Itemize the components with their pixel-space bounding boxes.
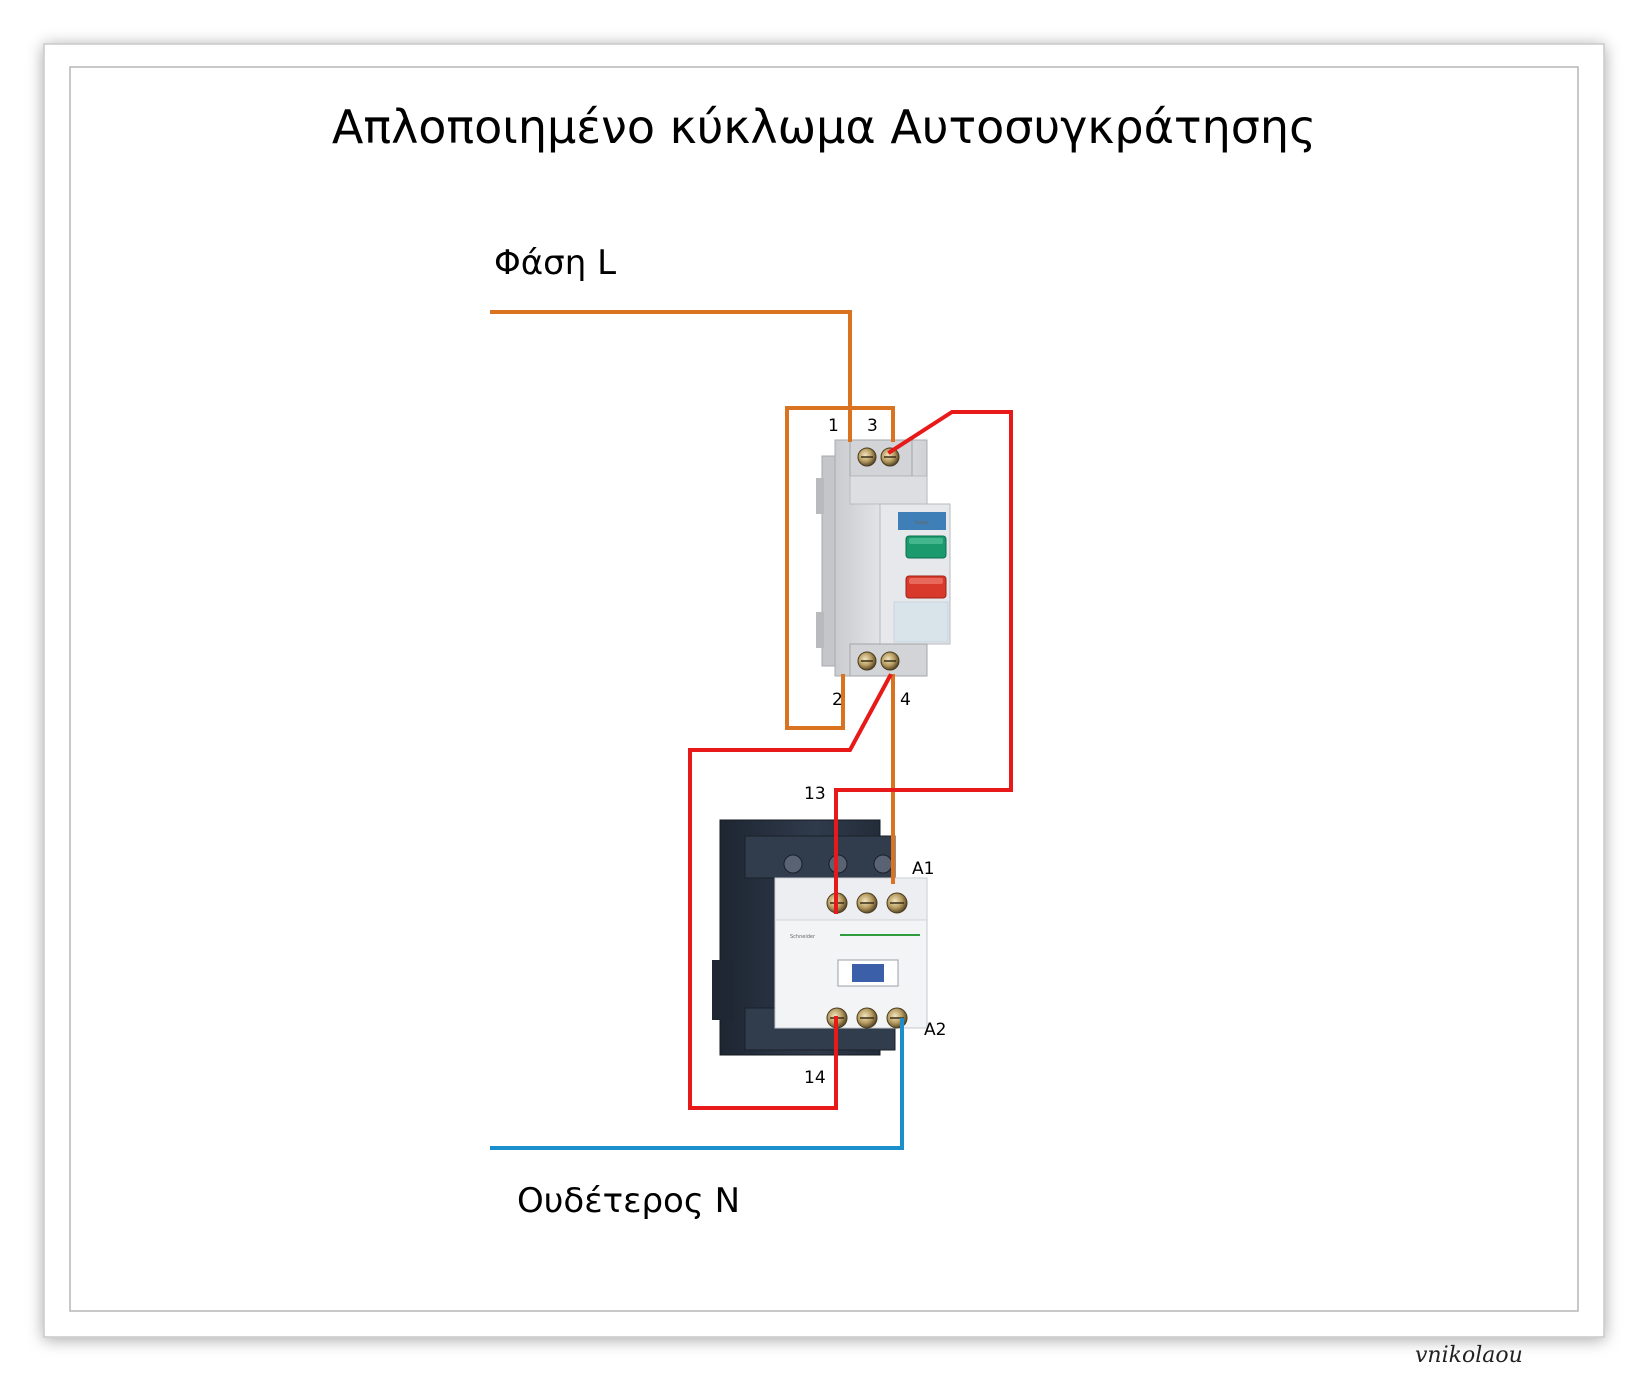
inner-frame bbox=[69, 66, 1579, 1312]
switch-terminal-2: 2 bbox=[832, 690, 843, 710]
phase-wire bbox=[490, 310, 852, 442]
page-title: Απλοποιημένο κύκλωμα Αυτοσυγκράτησης bbox=[332, 100, 1316, 154]
phase-label: Φάση L bbox=[494, 243, 616, 283]
hold-wire-3-13 bbox=[834, 410, 1013, 914]
switch-terminal-1: 1 bbox=[828, 416, 839, 436]
neutral-label: Ουδέτερος N bbox=[517, 1181, 740, 1221]
bridge-wire-1-2 bbox=[848, 406, 895, 442]
contactor-terminal-a1: A1 bbox=[912, 859, 934, 879]
contactor-terminal-a2: A2 bbox=[924, 1020, 946, 1040]
switch-terminal-3: 3 bbox=[867, 416, 878, 436]
neutral-wire bbox=[490, 1018, 904, 1150]
svg-text:Schneider: Schneider bbox=[790, 934, 816, 940]
author-signature: vnikolaou bbox=[1415, 1343, 1523, 1368]
contactor-terminal-13: 13 bbox=[804, 784, 826, 804]
contactor-icon: Schneider bbox=[712, 819, 928, 1056]
contactor-terminal-14: 14 bbox=[804, 1068, 826, 1088]
switch-terminal-4: 4 bbox=[900, 690, 911, 710]
switch-loop-wire bbox=[785, 406, 852, 730]
svg-text:hager: hager bbox=[915, 520, 930, 526]
hold-wire-4-14 bbox=[688, 673, 893, 1110]
push-button-switch-icon: hager bbox=[816, 439, 951, 677]
